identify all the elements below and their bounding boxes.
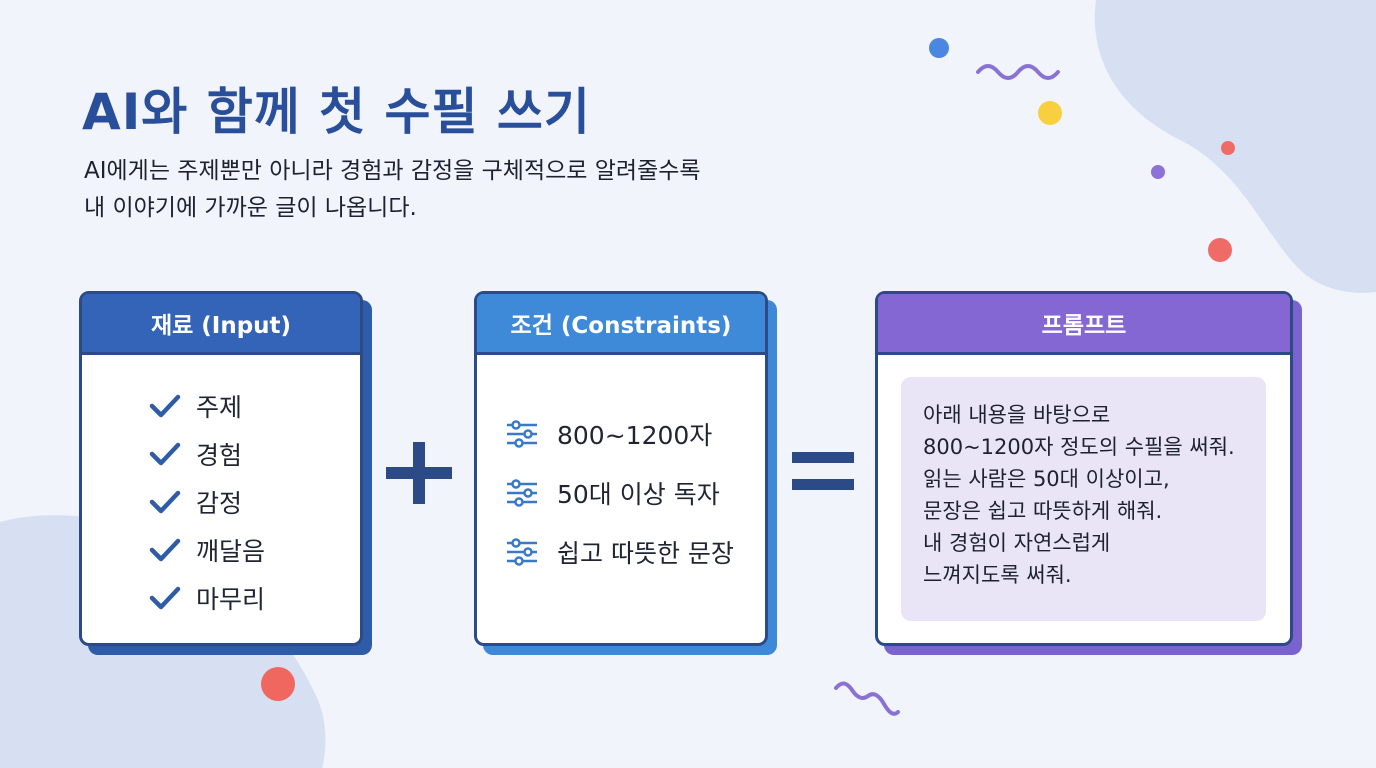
yellow-dot — [1038, 101, 1062, 125]
plus-icon — [386, 442, 452, 504]
constraints-card-header: 조건 (Constraints) — [477, 294, 765, 355]
input-item-label: 주제 — [196, 393, 243, 422]
red-dot-bottom — [261, 667, 295, 701]
blue-dot — [929, 38, 949, 58]
purple-squiggle-top — [976, 64, 1060, 80]
purple-squiggle-bottom — [834, 681, 900, 716]
input-item-label: 경험 — [196, 441, 243, 470]
red-dot-small — [1221, 141, 1235, 155]
check-icon — [149, 586, 181, 610]
input-list: 주제 경험 감정 깨달음 마무리 — [148, 382, 265, 622]
prompt-line: 읽는 사람은 50대 이상이고, — [923, 467, 1170, 491]
prompt-line: 느껴지도록 써줘. — [923, 563, 1072, 587]
constraint-item-label: 800~1200자 — [557, 420, 713, 450]
prompt-line: 800~1200자 정도의 수필을 써줘. — [923, 435, 1235, 459]
input-item-label: 감정 — [196, 489, 243, 518]
check-icon — [149, 490, 181, 514]
list-item: 50대 이상 독자 — [505, 463, 734, 522]
sliders-icon — [507, 478, 537, 507]
list-item: 경험 — [148, 430, 265, 478]
input-item-label: 마무리 — [196, 585, 266, 614]
sliders-icon — [507, 537, 537, 566]
list-item: 주제 — [148, 382, 265, 430]
page-title: AI와 함께 첫 수필 쓰기 — [82, 83, 591, 141]
prompt-card-header: 프롬프트 — [878, 294, 1290, 355]
constraints-list: 800~1200자 50대 이상 독자 쉽고 따뜻한 문장 — [505, 404, 734, 581]
prompt-line: 내 경험이 자연스럽게 — [923, 531, 1111, 555]
prompt-text-box: 아래 내용을 바탕으로 800~1200자 정도의 수필을 써줘. 읽는 사람은… — [901, 377, 1266, 621]
check-icon — [149, 538, 181, 562]
list-item: 마무리 — [148, 574, 265, 622]
red-dot — [1208, 238, 1232, 262]
constraint-item-label: 쉽고 따뜻한 문장 — [557, 538, 734, 568]
check-icon — [149, 442, 181, 466]
purple-dot — [1151, 165, 1165, 179]
top-right-blob — [1094, 0, 1376, 293]
list-item: 쉽고 따뜻한 문장 — [505, 522, 734, 581]
prompt-line: 아래 내용을 바탕으로 — [923, 403, 1111, 427]
constraint-item-label: 50대 이상 독자 — [557, 479, 720, 509]
check-icon — [149, 394, 181, 418]
list-item: 감정 — [148, 478, 265, 526]
list-item: 깨달음 — [148, 526, 265, 574]
constraints-card: 조건 (Constraints) 800~1200자 50대 이상 독자 — [474, 291, 768, 646]
sliders-icon — [507, 419, 537, 448]
prompt-line: 문장은 쉽고 따뜻하게 해줘. — [923, 499, 1163, 523]
list-item: 800~1200자 — [505, 404, 734, 463]
equals-icon — [792, 452, 854, 490]
subtitle-line-1: AI에게는 주제뿐만 아니라 경험과 감정을 구체적으로 알려줄수록 — [84, 158, 701, 184]
input-card-header: 재료 (Input) — [82, 294, 360, 355]
input-card: 재료 (Input) 주제 경험 감정 깨달음 마무리 — [79, 291, 363, 646]
prompt-card: 프롬프트 아래 내용을 바탕으로 800~1200자 정도의 수필을 써줘. 읽… — [875, 291, 1293, 646]
subtitle-line-2: 내 이야기에 가까운 글이 나옵니다. — [84, 195, 417, 221]
input-item-label: 깨달음 — [196, 537, 266, 566]
page-subtitle: AI에게는 주제뿐만 아니라 경험과 감정을 구체적으로 알려줄수록 내 이야기… — [84, 153, 701, 227]
